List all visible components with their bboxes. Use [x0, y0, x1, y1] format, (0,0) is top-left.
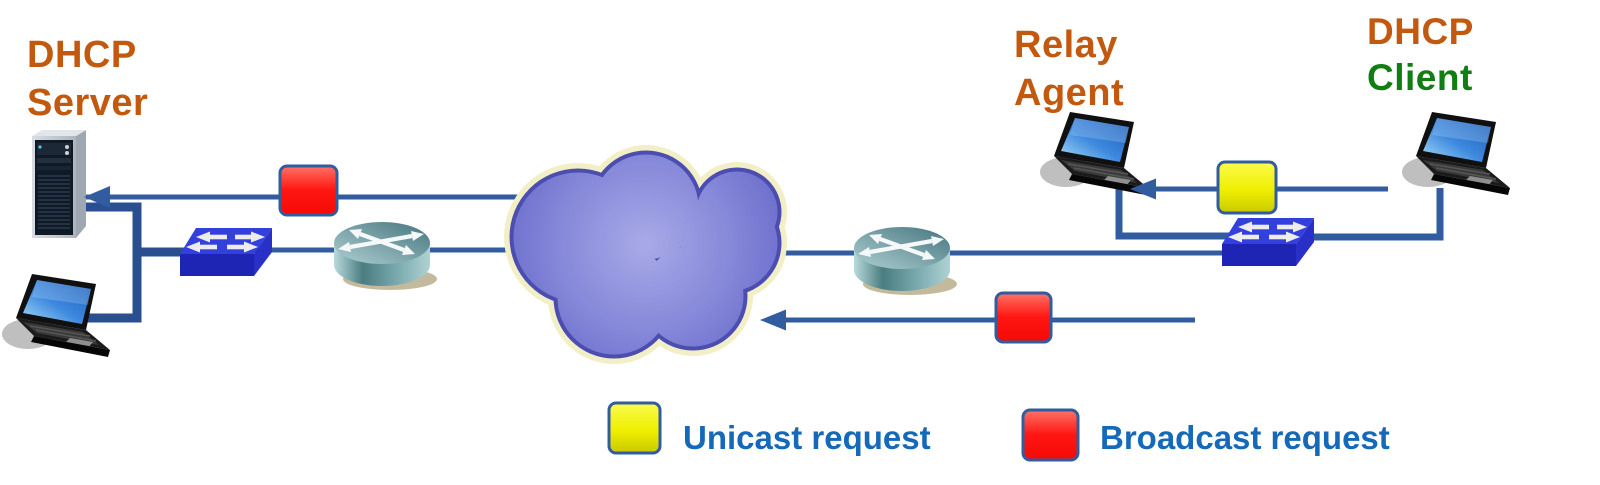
dhcp-server-label-line1: DHCP	[27, 34, 137, 76]
relay-agent-label-line1: Relay	[1014, 24, 1118, 66]
yellow-square-icon-legend	[607, 401, 662, 455]
network-switch-icon-left	[180, 228, 272, 276]
arrow-left-icon-to-relay	[1130, 178, 1156, 200]
switch-to-client-line	[1313, 188, 1444, 241]
laptop-icon-dhcp-client	[1401, 111, 1511, 196]
dhcp-client-label: DHCP Client	[1367, 9, 1474, 101]
dhcp-client-label-line1: DHCP	[1367, 11, 1474, 52]
legend-unicast-label: Unicast request	[683, 419, 931, 456]
relay-agent-label: Relay Agent	[1014, 21, 1124, 117]
arrowheads	[84, 178, 1156, 331]
router-icon-left	[334, 222, 437, 290]
red-square-icon-legend	[1021, 408, 1080, 462]
network-switch-icon-right	[1222, 218, 1314, 266]
network-cloud-icon	[504, 145, 787, 364]
dhcp-server-label-line2: Server	[27, 82, 149, 124]
relay-agent-label-line2: Agent	[1014, 72, 1125, 114]
dhcp-client-label-line2: Client	[1367, 57, 1473, 98]
laptop-icon-relay-agent	[1039, 111, 1149, 196]
yellow-square-icon-unicast	[1216, 160, 1278, 215]
legend-broadcast-label: Broadcast request	[1100, 419, 1390, 456]
dhcp-server-label: DHCP Server	[27, 31, 148, 127]
arrow-left-icon-to-cloud	[760, 309, 786, 331]
red-square-icon-broadcast-right	[994, 291, 1053, 344]
red-square-icon-broadcast-left	[278, 164, 339, 217]
router-icon-right	[854, 227, 957, 295]
connection-lines	[66, 184, 1444, 323]
relay-to-switch-line	[1115, 184, 1240, 240]
arrow-left-icon-to-server	[84, 186, 110, 208]
server-lan-lines	[66, 202, 186, 323]
server-tower-icon	[31, 129, 87, 239]
